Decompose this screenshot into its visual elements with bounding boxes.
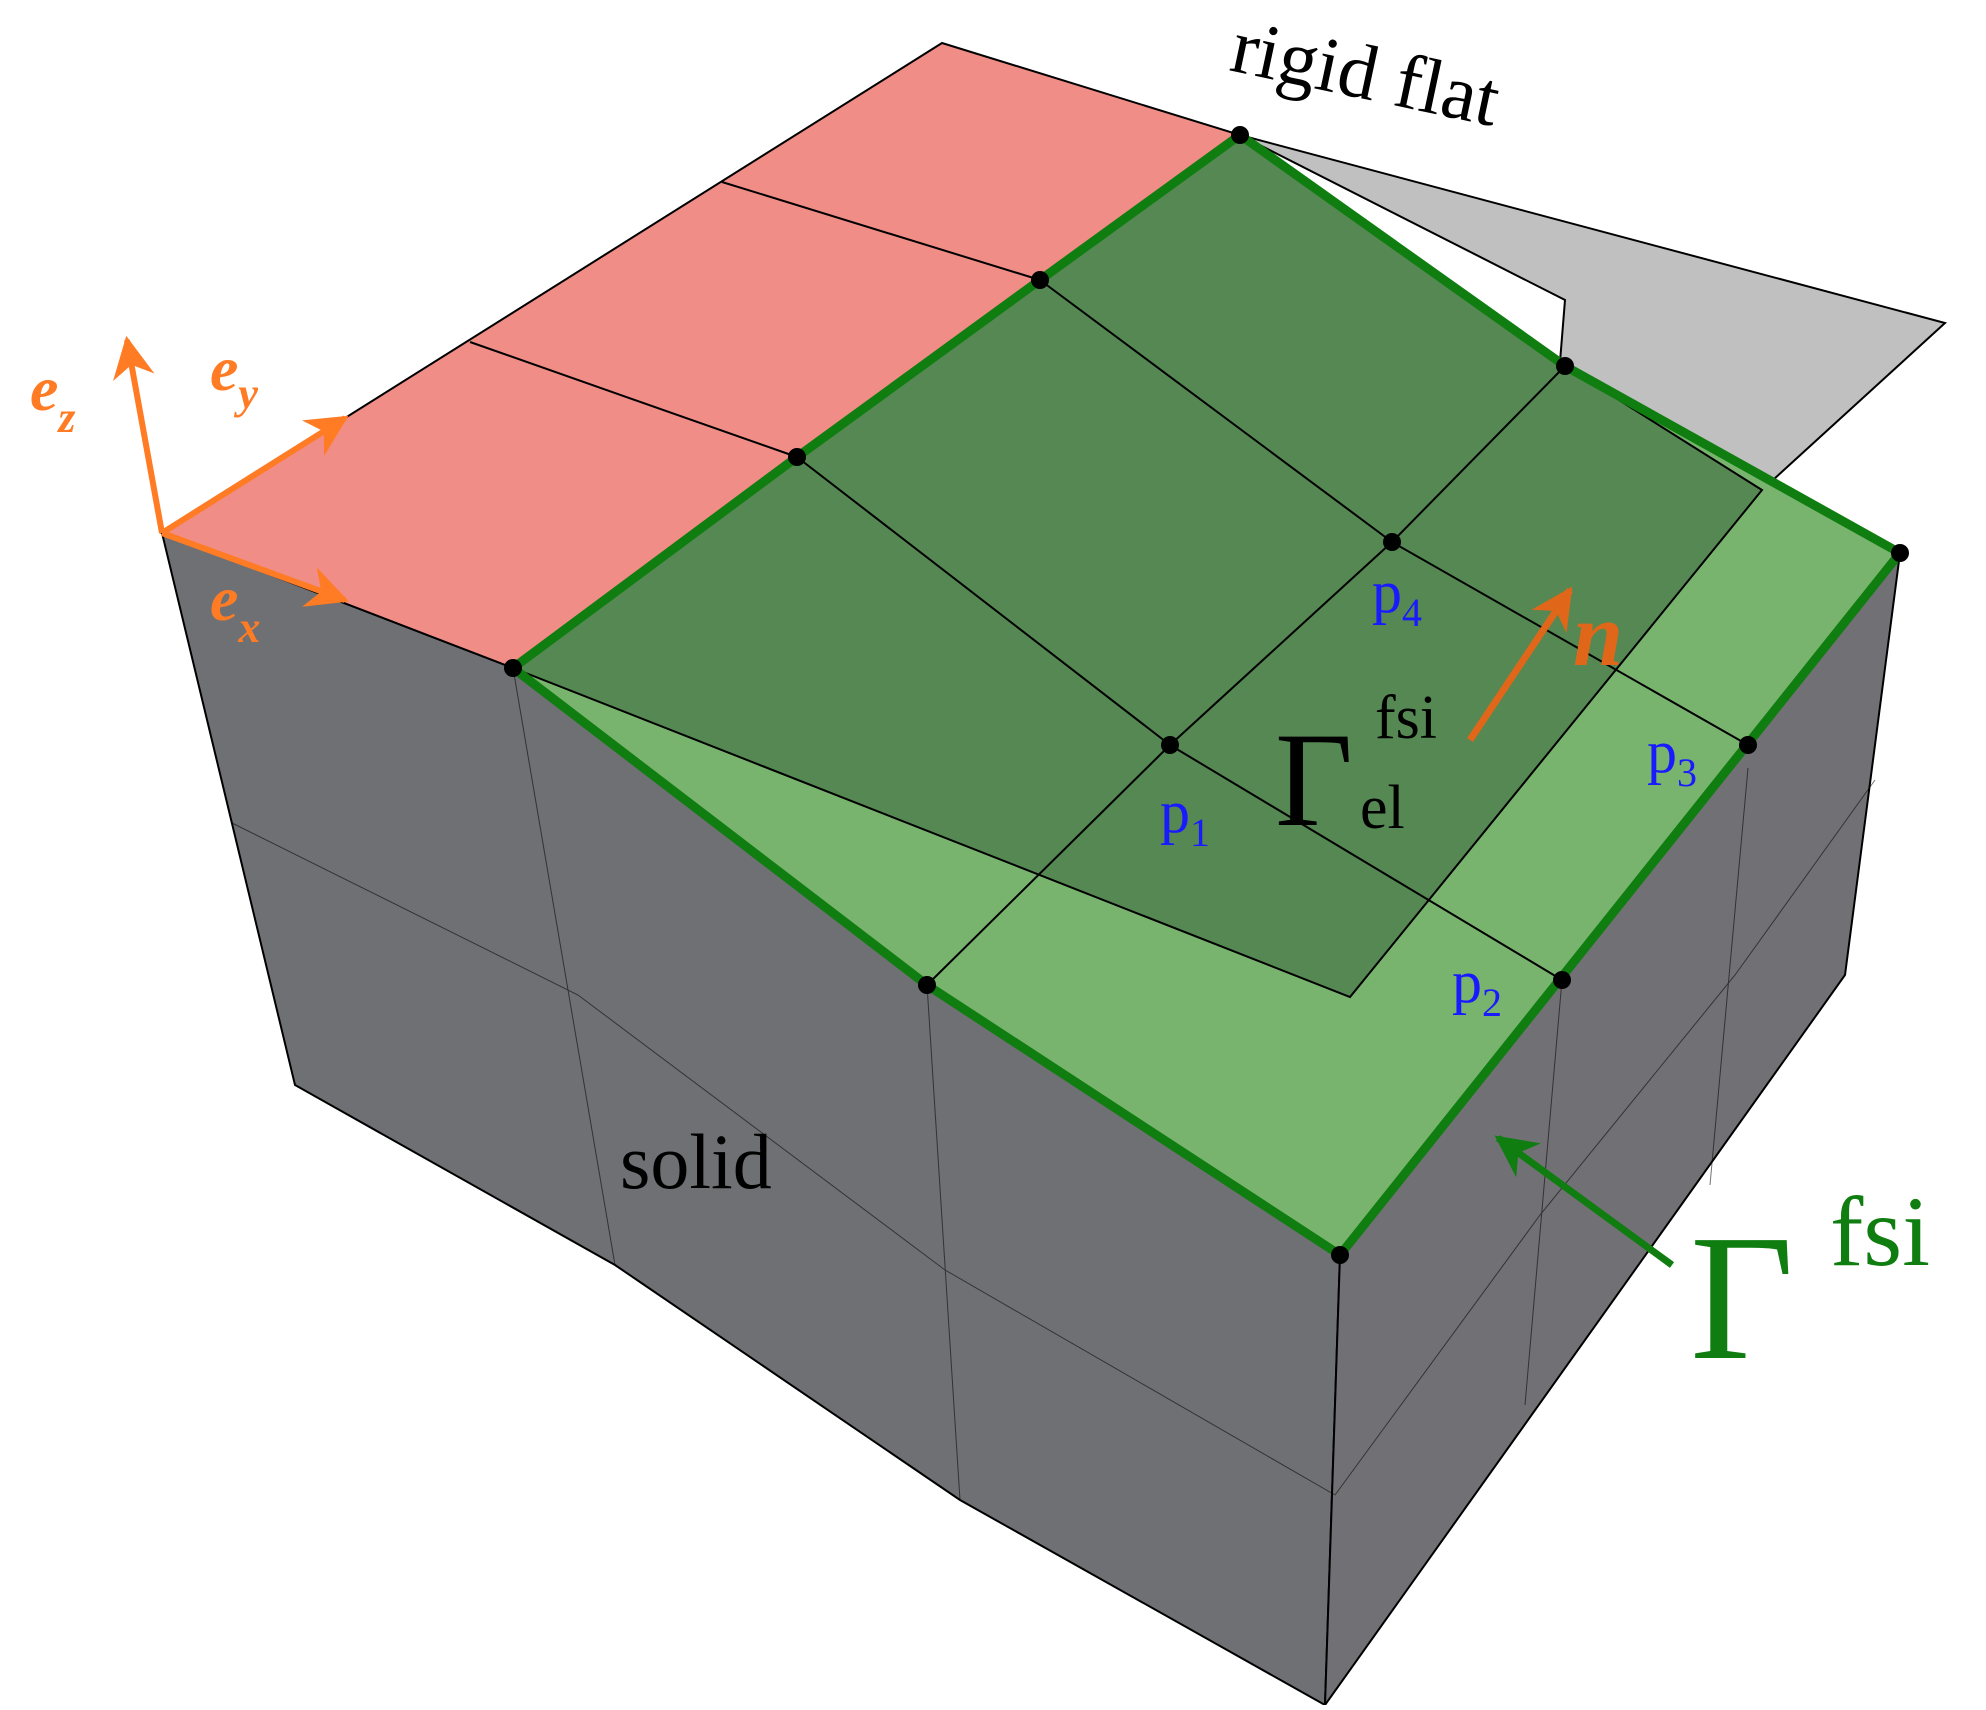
gamma-el-fsi-subscript: el xyxy=(1360,774,1405,842)
ez-arrow xyxy=(113,335,165,534)
mesh-node xyxy=(788,448,806,466)
solid-label: solid xyxy=(620,1118,772,1205)
mesh-node xyxy=(1331,1246,1349,1264)
ey-label: ey xyxy=(210,333,258,418)
gamma-fsi-arrow xyxy=(1494,1135,1675,1268)
gamma-el-fsi-label: Γ xyxy=(1275,706,1353,855)
rigid-flat-label: rigid flat xyxy=(1224,2,1507,143)
point-label-p3: p3 xyxy=(1647,719,1697,795)
mesh-node xyxy=(1383,533,1401,551)
point-label-p2: p2 xyxy=(1452,949,1502,1025)
mesh-node xyxy=(1891,544,1909,562)
mesh-node xyxy=(504,659,522,677)
gamma-fsi-label: Γ xyxy=(1690,1198,1794,1397)
normal-label: n xyxy=(1573,586,1623,685)
mesh-node xyxy=(1739,736,1757,754)
mesh-node xyxy=(1031,271,1049,289)
gamma-el-fsi-superscript: fsi xyxy=(1375,684,1437,752)
red-mesh-lines xyxy=(469,181,1041,458)
solid-mesh-lines xyxy=(231,667,1876,1501)
normal-arrow xyxy=(1467,586,1573,742)
ez-label: ez xyxy=(30,353,76,442)
mesh-node xyxy=(1161,736,1179,754)
mesh-node xyxy=(1553,971,1571,989)
gamma-fsi-superscript: fsi xyxy=(1830,1176,1930,1287)
mesh-nodes xyxy=(504,126,1909,1264)
ey-arrow xyxy=(160,415,349,536)
ex-arrow xyxy=(160,530,349,607)
mesh-node xyxy=(918,976,936,994)
ex-label: ex xyxy=(210,563,260,652)
mesh-node xyxy=(1556,357,1574,375)
fsi-mesh-lines xyxy=(796,279,1749,986)
mesh-node xyxy=(1231,126,1249,144)
point-label-p4: p4 xyxy=(1372,559,1422,635)
point-label-p1: p1 xyxy=(1160,779,1210,855)
coordinate-axes xyxy=(113,335,349,607)
